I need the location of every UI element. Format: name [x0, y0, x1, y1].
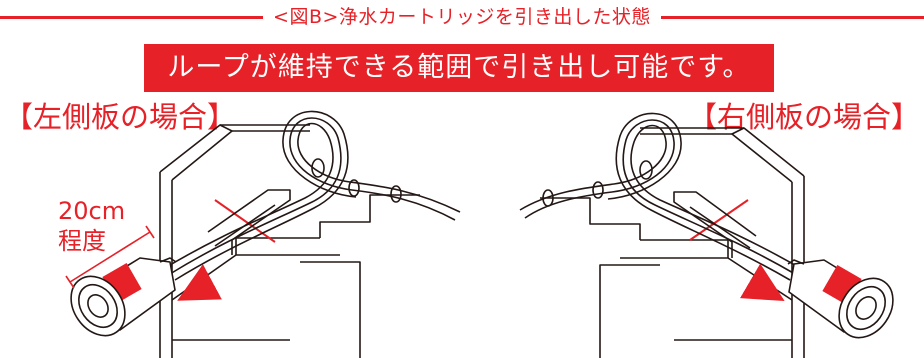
right-filter-cartridge [787, 259, 894, 339]
right-tubes [519, 112, 801, 281]
right-cabinet-steps [540, 197, 793, 358]
left-dimension-line [65, 225, 155, 289]
right-illustration [519, 112, 894, 358]
right-pull-arrow [740, 263, 785, 302]
header-title: <図B>浄水カートリッジを引き出した状態 [0, 2, 924, 29]
left-cabinet-steps [171, 194, 420, 358]
left-panel-label: 【左側板の場合】 [4, 100, 237, 134]
left-pull-arrow [177, 264, 222, 301]
left-filter-cartridge [70, 257, 177, 337]
pull-distance-value: 20cm [58, 197, 126, 225]
header-title-text: <図B>浄水カートリッジを引き出した状態 [263, 6, 661, 28]
right-side-panel [640, 127, 805, 358]
left-tubes [164, 110, 461, 281]
right-tube-clips [542, 160, 653, 207]
pull-distance-qualifier: 程度 [58, 227, 106, 255]
instruction-banner: ループが維持できる範囲で引き出し可能です。 [144, 44, 774, 92]
left-illustration [70, 110, 461, 358]
left-tube-clips [311, 158, 402, 203]
left-panel-hatch [214, 199, 276, 243]
